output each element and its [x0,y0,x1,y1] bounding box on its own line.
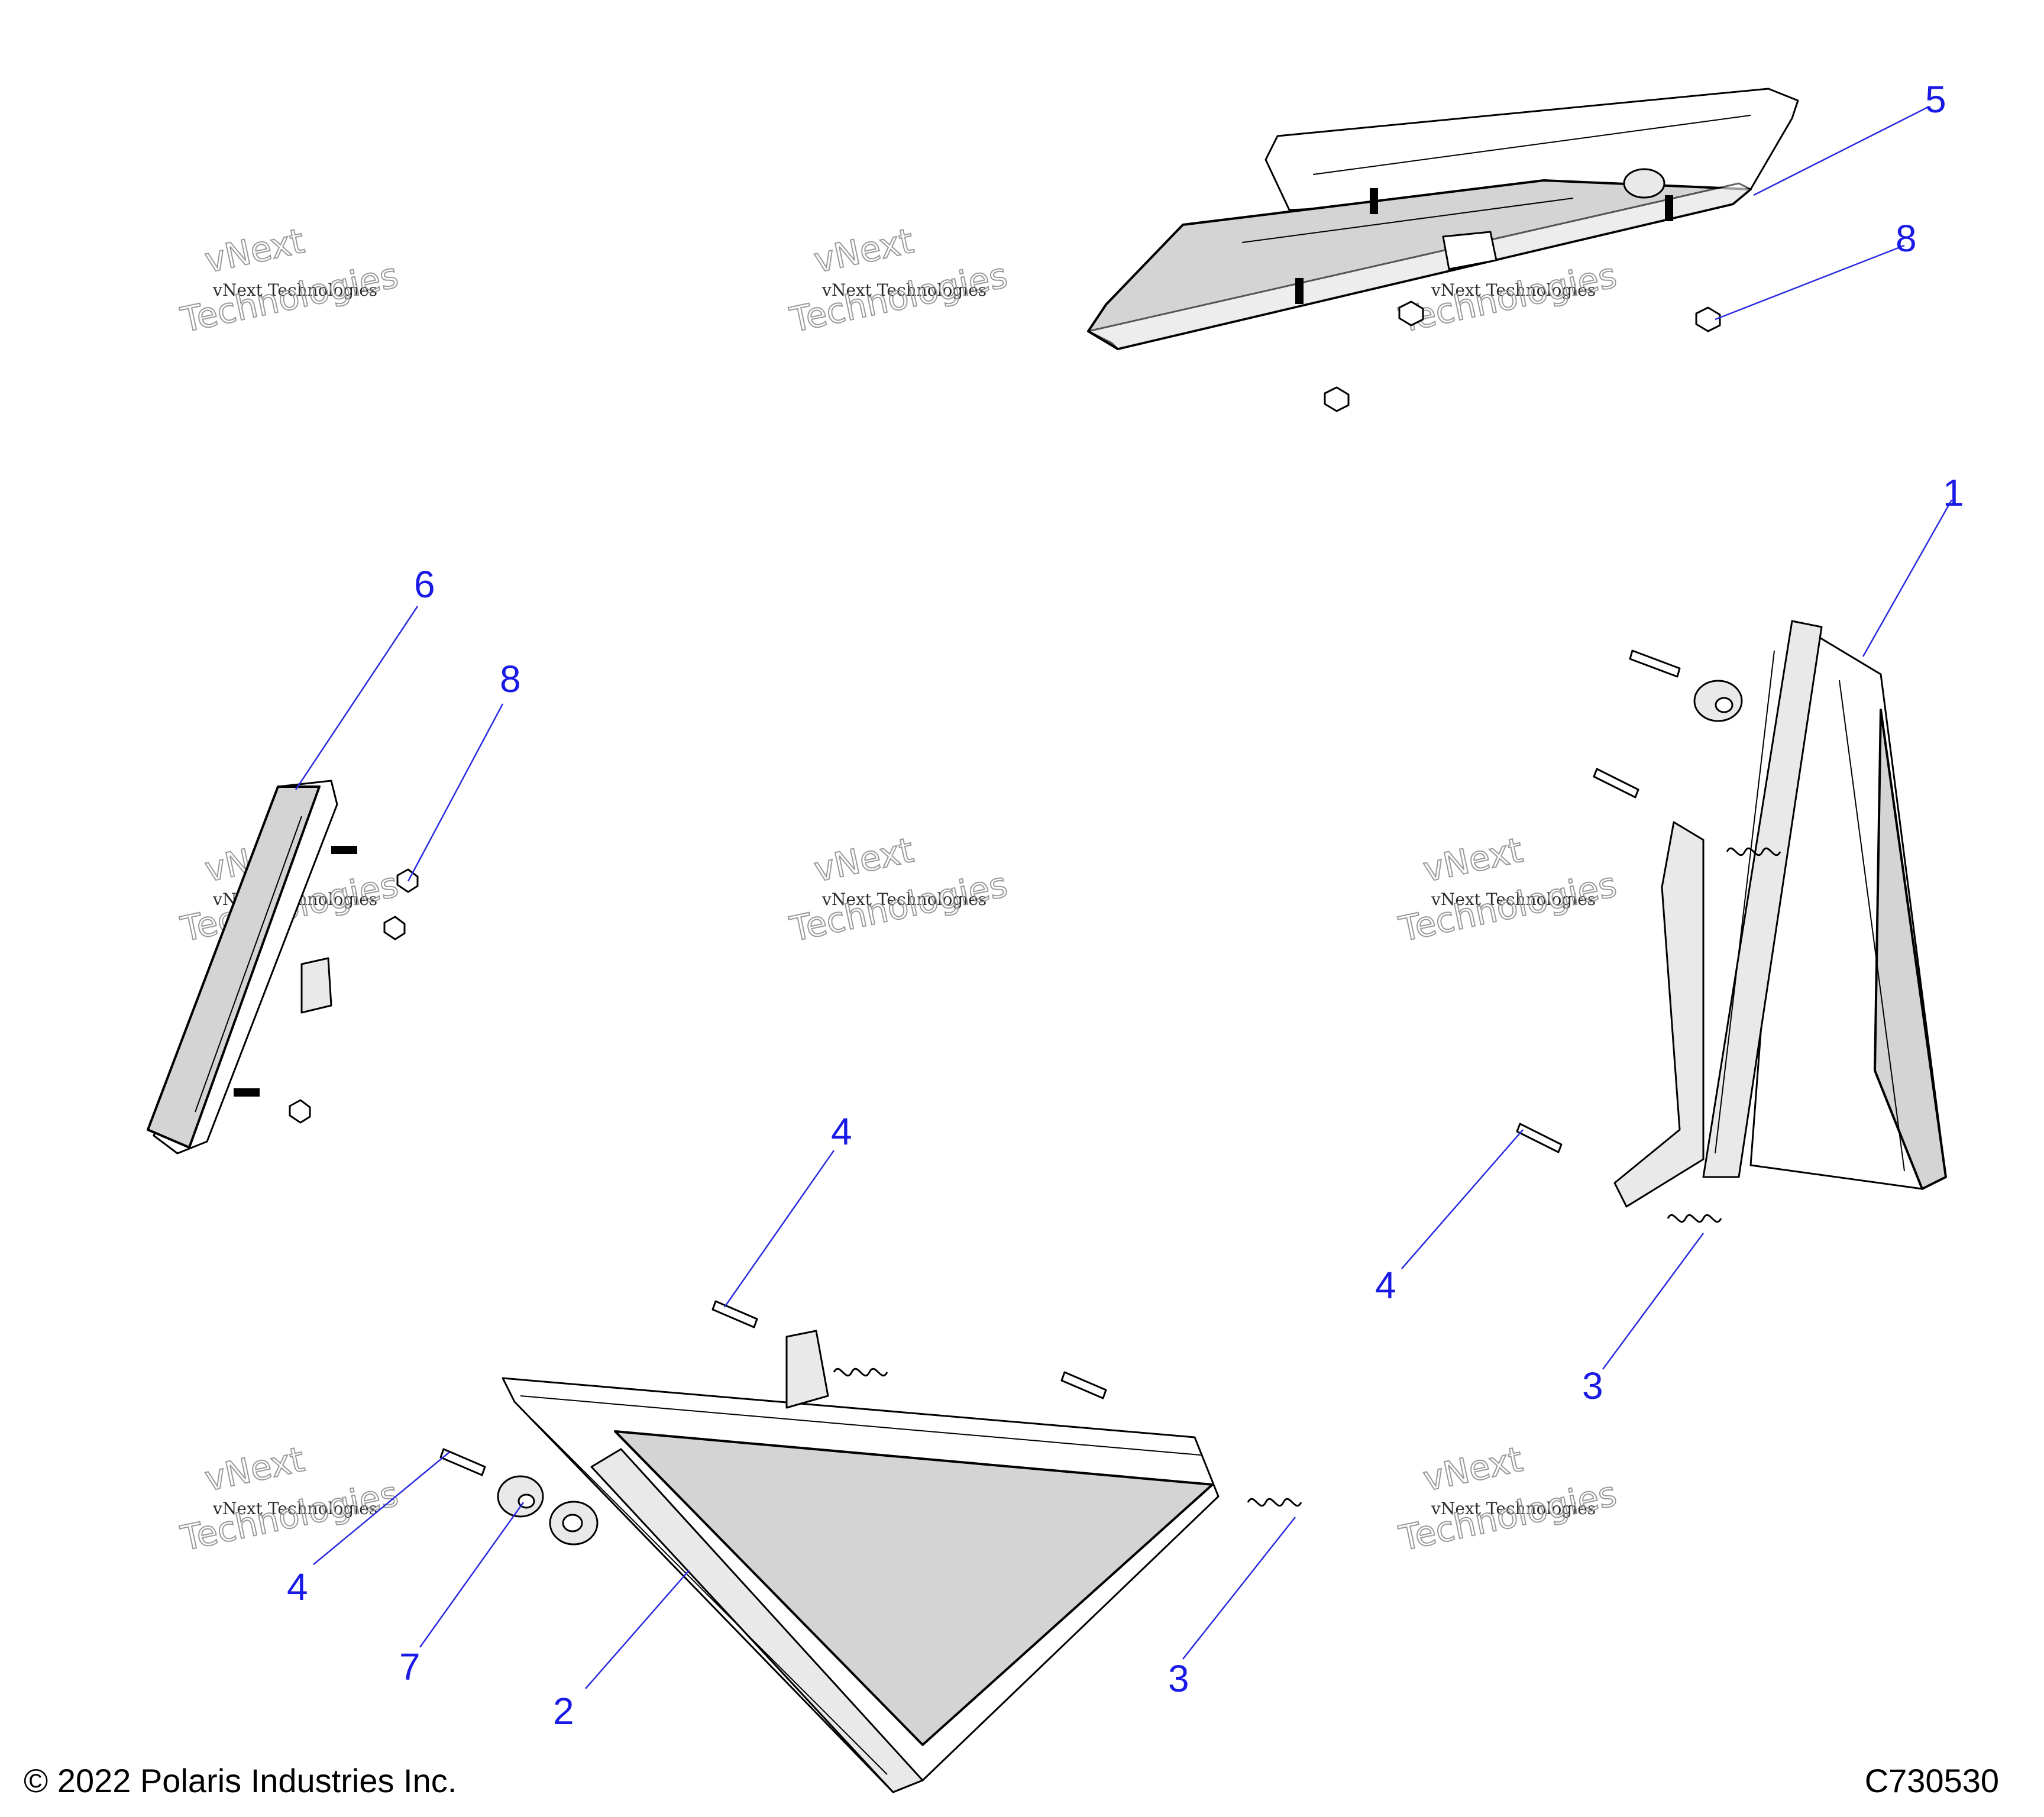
callout-3: 3 [1168,1657,1189,1700]
svg-text:vNext Technologies: vNext Technologies [822,280,987,300]
part-6-side-light [147,780,419,1155]
callout-4: 4 [1375,1264,1396,1307]
svg-text:vNext Technologies: vNext Technologies [1431,280,1596,300]
leader-lines [295,105,1953,1689]
bolt [439,1300,1107,1476]
watermarks: vNext vNext Technologies Technologies vN… [177,220,1621,1559]
watermark: vNext vNext Technologies Technologies [786,220,1012,341]
watermark: vNext vNext Technologies Technologies [1395,829,1621,950]
callout-6: 6 [414,563,435,606]
mount-boss [549,1501,599,1546]
svg-text:vNext Technologies: vNext Technologies [822,890,987,909]
svg-text:vNext Technologies: vNext Technologies [1431,890,1596,909]
bolt [1516,649,1681,1153]
svg-text:vNext: vNext [810,830,917,890]
callout-8: 8 [1896,217,1917,260]
drawing-number: C730530 [1864,1762,1999,1799]
callout-4: 4 [287,1566,308,1608]
watermark: vNext vNext Technologies Technologies [177,220,403,341]
svg-text:vNext Technologies: vNext Technologies [1431,1499,1596,1518]
svg-text:vNext: vNext [1419,1439,1526,1499]
svg-text:vNext Technologies: vNext Technologies [212,1499,377,1518]
watermark: vNext vNext Technologies Technologies [1395,1438,1621,1559]
callout-3: 3 [1582,1365,1603,1407]
copyright-notice: © 2022 Polaris Industries Inc. [24,1762,457,1799]
callout-4: 4 [831,1110,852,1153]
svg-text:vNext: vNext [810,221,917,281]
svg-text:vNext: vNext [1419,830,1526,890]
spring [1667,847,1781,1223]
callout-1: 1 [1943,471,1964,514]
callouts: 5 8 1 6 8 4 4 3 4 7 2 3 [287,78,1964,1732]
part-8-nuts [1324,300,1721,412]
stud [1295,188,1673,304]
watermark: vNext vNext Technologies Technologies [786,829,1012,950]
part-1-headlight-right [1516,620,1947,1223]
callout-7: 7 [399,1645,421,1688]
svg-text:vNext: vNext [201,1439,308,1499]
part-7-grommet [497,1475,544,1518]
part-2-headlight-left [439,1300,1302,1793]
spring [833,1367,1302,1507]
callout-5: 5 [1925,78,1946,121]
svg-text:vNext: vNext [201,221,308,281]
callout-2: 2 [553,1690,574,1732]
svg-text:vNext Technologies: vNext Technologies [212,280,377,300]
watermark: vNext vNext Technologies Technologies [177,1438,403,1559]
part-5-light-bar [1087,88,1799,412]
callout-8: 8 [500,658,521,700]
grommet [1693,680,1743,722]
